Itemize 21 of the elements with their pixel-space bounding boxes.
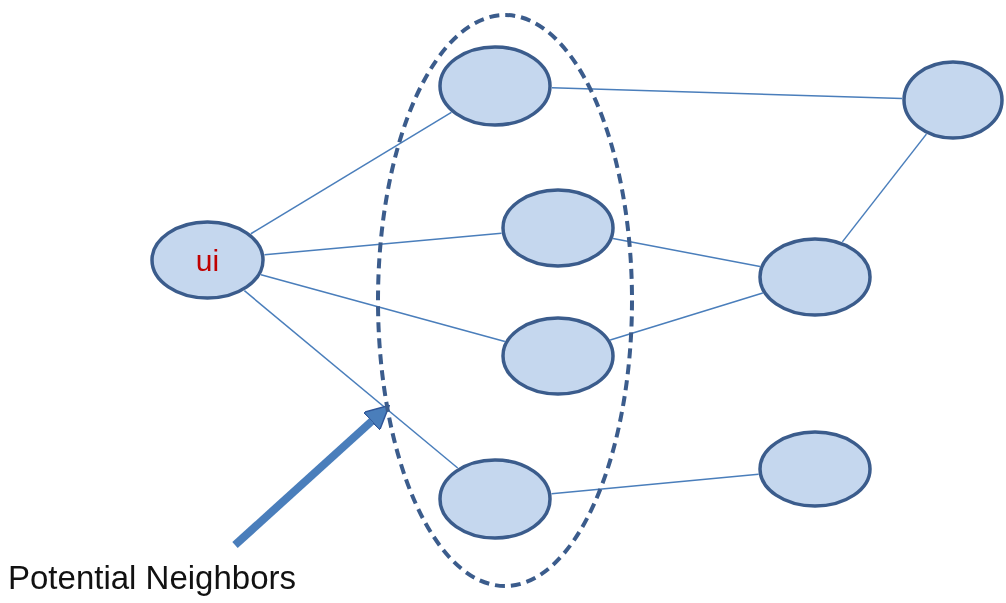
node-ellipse bbox=[501, 316, 615, 396]
arrow bbox=[232, 404, 391, 548]
node-ellipse bbox=[902, 60, 1004, 140]
edge-line bbox=[260, 273, 506, 343]
edge-line bbox=[609, 292, 764, 341]
node-ellipse bbox=[501, 188, 615, 268]
edge-line bbox=[550, 473, 760, 495]
edge-line bbox=[263, 232, 503, 256]
caption-text: Potential Neighbors bbox=[8, 559, 296, 597]
node-ellipse bbox=[438, 45, 552, 127]
edge-line bbox=[612, 237, 761, 268]
node-ellipse bbox=[758, 237, 872, 317]
edge-line bbox=[551, 87, 903, 100]
node-ellipse bbox=[758, 430, 872, 508]
node-ellipse bbox=[438, 458, 552, 540]
edge-line bbox=[250, 111, 453, 235]
node-label: ui bbox=[195, 243, 220, 277]
edge-line bbox=[243, 289, 459, 469]
edge-line bbox=[841, 133, 928, 243]
dashed-group-ellipse bbox=[376, 13, 634, 588]
node-ellipse bbox=[150, 220, 265, 300]
